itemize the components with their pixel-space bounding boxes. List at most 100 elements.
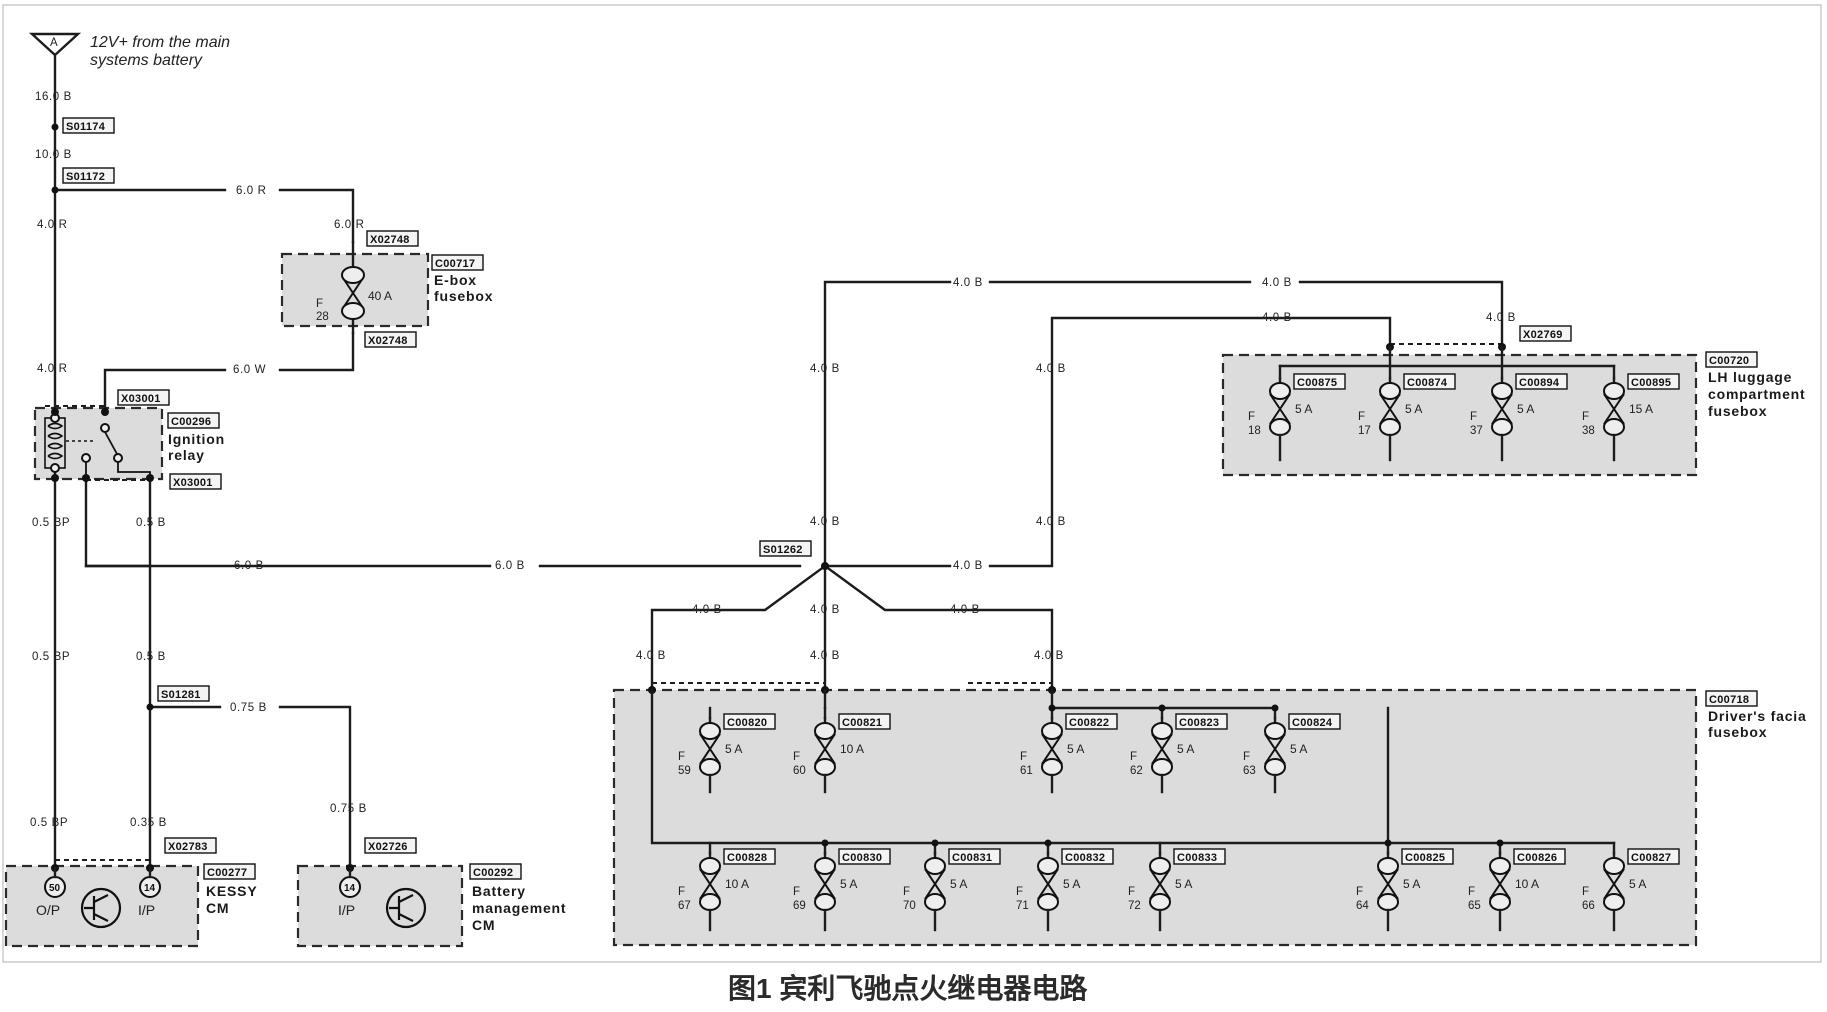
kessy-label-line1: KESSY: [206, 883, 257, 899]
df-label-line1: Driver's facia: [1708, 708, 1807, 724]
kessy-cm-internal: 50 14 O/P I/P: [36, 866, 161, 929]
wire-labels-main: 4.0 B 4.0 B 4.0 B 4.0 B 4.0 B 4.0 B 4.0 …: [636, 277, 1515, 662]
battery-source-symbol: A 12V+ from the main systems battery: [28, 32, 230, 69]
wiring-main: [84, 280, 1616, 855]
fuse-tag: C00894: [1519, 377, 1560, 389]
fuse-prefix: F: [1130, 751, 1137, 763]
diagram-frame: [2, 4, 1822, 963]
fuse-number: 37: [1470, 425, 1483, 437]
fuse-rating: 5 A: [1177, 742, 1194, 756]
wire-label: 0.75 B: [330, 803, 367, 815]
bms-cm-internal: 14 I/P: [338, 866, 427, 929]
svg-text:C00277: C00277: [207, 867, 247, 879]
tag-x02748-top: X02748: [366, 230, 419, 247]
wire-label: 4.0 B: [810, 604, 840, 616]
connector-tags: S01174 S01172 X02748 C00717 X02748 X0300…: [62, 117, 1758, 880]
fuse-rating: 10 A: [1515, 877, 1539, 891]
fuse-prefix: F: [1582, 886, 1589, 898]
wire-label: 0.5 BP: [32, 651, 70, 663]
fuse-rating: 5 A: [1290, 742, 1307, 756]
svg-text:C00717: C00717: [435, 258, 475, 270]
tag-x02726: X02726: [364, 837, 417, 854]
wire-label: 4.0 B: [636, 650, 666, 662]
wire-label: 0.5 B: [136, 517, 166, 529]
fuse-prefix: F: [1468, 886, 1475, 898]
fuse-number: 61: [1020, 765, 1033, 777]
fuse-rating: 5 A: [1517, 402, 1534, 416]
wire-label: 4.0 B: [1036, 363, 1066, 375]
svg-text:C00718: C00718: [1709, 694, 1749, 706]
fuse-rating: 5 A: [1405, 402, 1422, 416]
bms-port-ip: I/P: [338, 902, 355, 918]
kessy-label-line2: CM: [206, 900, 229, 916]
tag-s01262: S01262: [759, 540, 812, 557]
fuse-number: 63: [1243, 765, 1256, 777]
tag-x02783: X02783: [164, 837, 217, 854]
wire-label: 6.0 B: [234, 560, 264, 572]
wire-label: 6.0 B: [495, 560, 525, 572]
tag-s01172: S01172: [62, 167, 115, 184]
fuse-tag: C00826: [1517, 852, 1557, 864]
svg-text:C00292: C00292: [473, 867, 513, 879]
fuse-number: 66: [1582, 900, 1595, 912]
wire-label: 6.0 R: [334, 219, 365, 231]
df-label-line2: fusebox: [1708, 724, 1767, 740]
wire-label: 4.0 B: [810, 363, 840, 375]
tag-c00717: C00717: [431, 254, 484, 271]
wire-label: 0.75 B: [230, 702, 267, 714]
wire-label: 4.0 B: [692, 604, 722, 616]
wire-label: 4.0 R: [37, 363, 68, 375]
fuse-rating: 10 A: [840, 742, 864, 756]
wire-label: 6.0 R: [236, 185, 267, 197]
lh-luggage-fusebox-box: [1221, 353, 1698, 477]
tag-c00718: C00718: [1705, 690, 1758, 707]
bms-label-line1: Battery: [472, 883, 526, 899]
fuse-rating: 15 A: [1629, 402, 1653, 416]
fuse-tag: C00833: [1177, 852, 1217, 864]
bms-label-line2: management: [472, 900, 566, 916]
tag-c00292: C00292: [469, 863, 522, 880]
fuse-rating: 5 A: [1063, 877, 1080, 891]
tag-x02769: X02769: [1519, 325, 1572, 342]
svg-text:14: 14: [344, 883, 356, 894]
fuse-tag: C00822: [1069, 717, 1109, 729]
fuse-prefix: F: [1356, 886, 1363, 898]
fuse-prefix: F: [316, 298, 323, 310]
wire-label: 4.0 B: [950, 604, 980, 616]
lh-label-line2: compartment: [1708, 386, 1805, 402]
fuse-prefix: F: [1248, 411, 1255, 423]
svg-text:X03001: X03001: [173, 477, 213, 489]
fuse-tag: C00874: [1407, 377, 1448, 389]
svg-text:X02783: X02783: [168, 841, 208, 853]
wire-label: 4.0 R: [37, 219, 68, 231]
tag-c00277: C00277: [203, 863, 256, 880]
tag-s01281: S01281: [157, 685, 210, 702]
fuse-tag: C00827: [1631, 852, 1671, 864]
svg-text:X03001: X03001: [121, 393, 161, 405]
fuse-rating: 5 A: [1067, 742, 1084, 756]
relay-label-line1: Ignition: [168, 431, 225, 447]
wire-label: 4.0 B: [810, 516, 840, 528]
tag-c00720: C00720: [1705, 351, 1758, 368]
ebox-label-line2: fusebox: [434, 288, 493, 304]
tag-x03001-bottom: X03001: [169, 473, 222, 490]
wire-labels-left: 16.0 B 10.0 B 4.0 R 6.0 R 6.0 R 4.0 R 6.…: [30, 91, 525, 829]
fuse-tag: C00830: [842, 852, 882, 864]
fuse-number: 65: [1468, 900, 1481, 912]
source-label-line1: 12V+ from the main: [90, 34, 230, 51]
wire-label: 4.0 B: [1262, 277, 1292, 289]
svg-text:X02748: X02748: [368, 335, 408, 347]
wire-label: 4.0 B: [1262, 312, 1292, 324]
fuse-number: 72: [1128, 900, 1141, 912]
kessy-port-ip: I/P: [138, 902, 155, 918]
wire-label: 16.0 B: [35, 91, 72, 103]
fuse-number: 17: [1358, 425, 1371, 437]
fuse-number: 67: [678, 900, 691, 912]
